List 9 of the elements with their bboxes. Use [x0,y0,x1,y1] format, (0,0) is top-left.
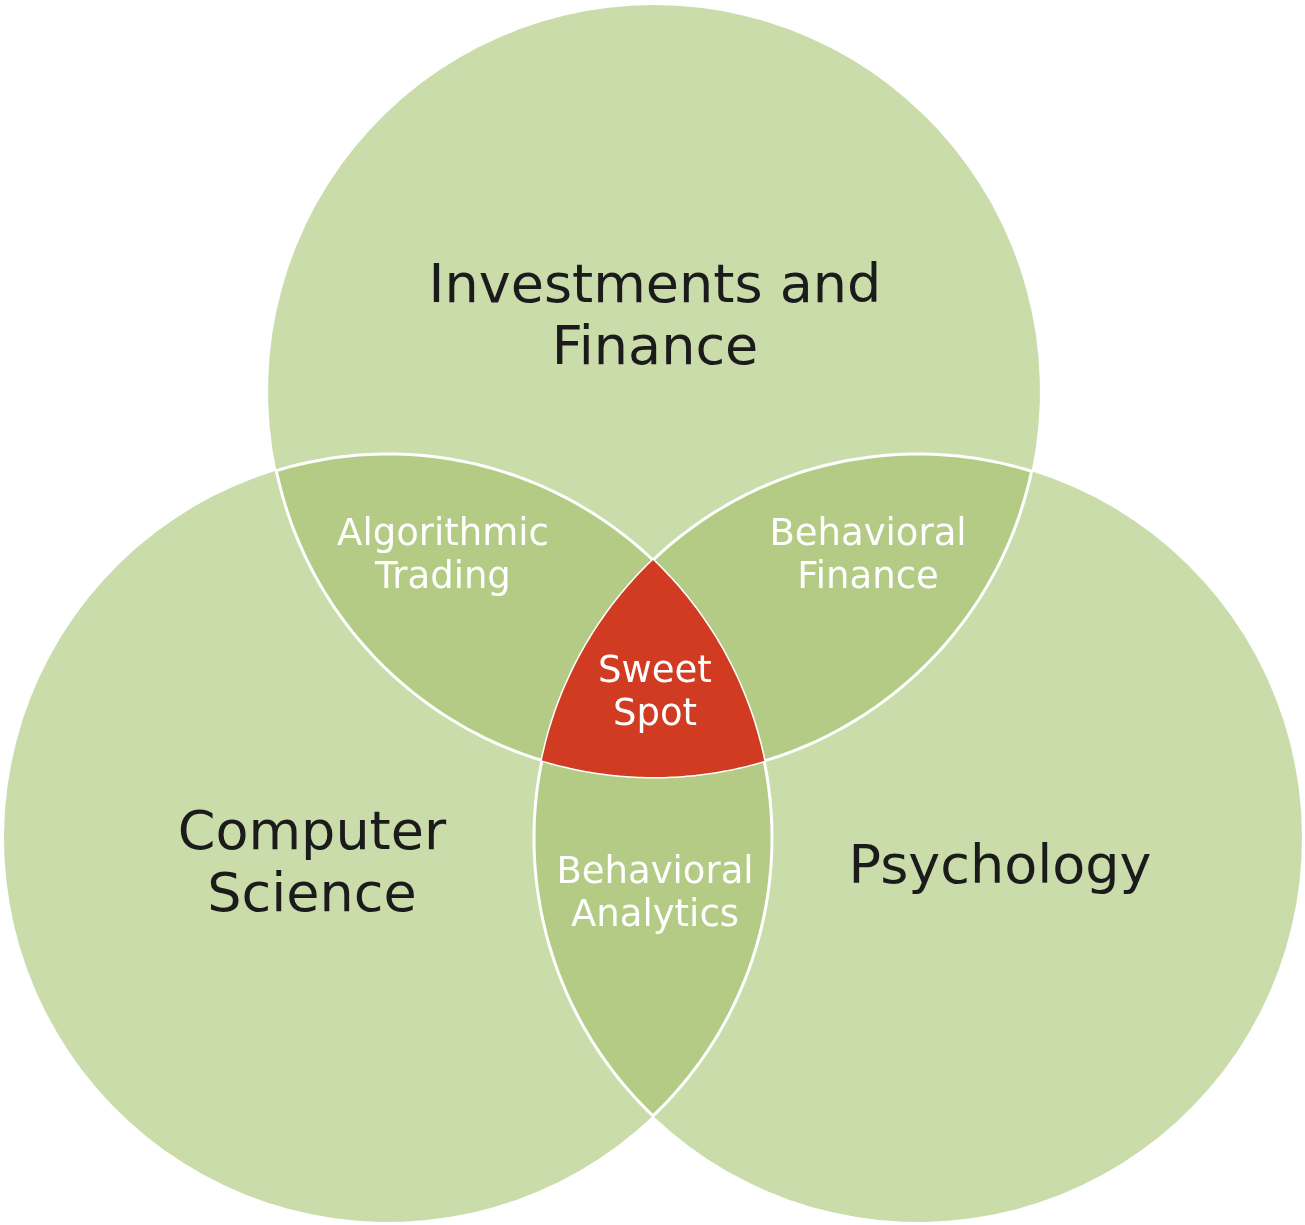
overlap-label: Sweet Spot [597,649,713,735]
overlap-region [532,758,774,1118]
center-region [541,560,765,777]
set-label: Investments and Finance [427,252,883,378]
overlap-label: Algorithmic Trading [336,512,550,598]
set-label: Computer Science [176,799,448,925]
overlap-label: Behavioral Finance [768,512,968,598]
overlap-label: Behavioral Analytics [555,850,755,936]
set-label: Psychology [847,833,1153,897]
